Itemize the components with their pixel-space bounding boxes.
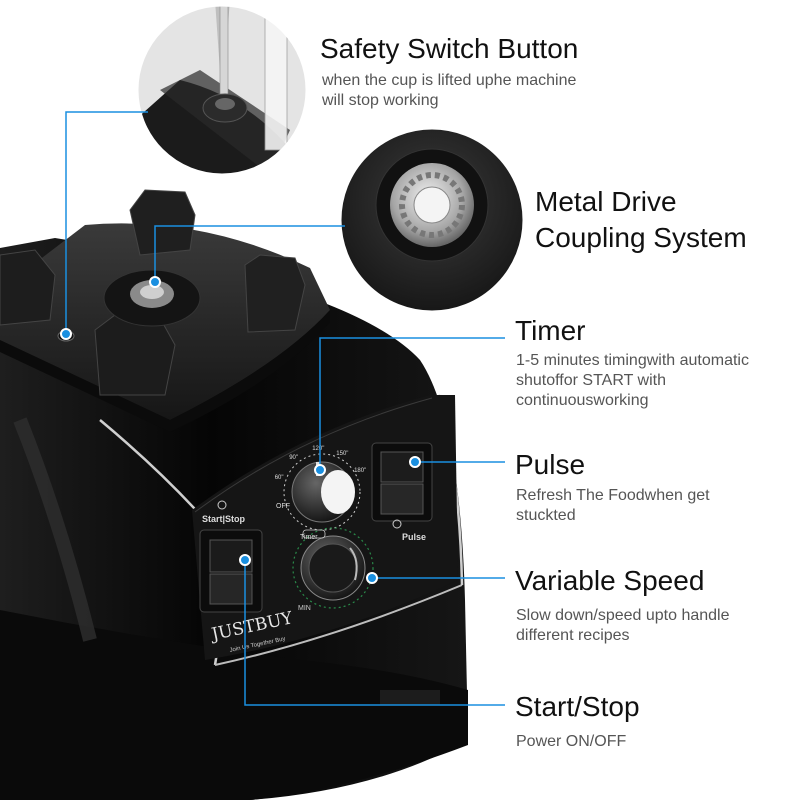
drive-coupling-leader (154, 225, 345, 282)
start-stop-panel-label: Start|Stop (202, 514, 246, 524)
description-line: 1-5 minutes timingwith automatic (516, 352, 749, 369)
timer-scale-mark: 120" (312, 446, 324, 452)
description-line: continuousworking (516, 392, 649, 409)
variable-speed-title: Variable Speed (515, 565, 705, 596)
drive-coupling-zoom-view (338, 126, 526, 314)
min-panel-label: MIN (298, 605, 311, 612)
timer-panel-label: Timer (300, 534, 318, 541)
timer-scale-mark: 60" (275, 475, 284, 481)
start-stop-title: Start/Stop (515, 691, 640, 722)
power-icon (217, 500, 227, 510)
timer-title: Timer (515, 315, 586, 346)
pulse-panel-label: Pulse (402, 532, 426, 542)
timer-scale-mark: 180" (354, 468, 366, 474)
timer-leader (319, 337, 505, 470)
variable-speed-description: Slow down/speed upto handle different re… (516, 606, 730, 646)
safety-switch-title: Safety Switch Button (320, 33, 579, 64)
off-panel-label: OFF (276, 503, 290, 510)
description-line: stuckted (516, 507, 576, 524)
drive-coupling-title-line: Metal Drive (535, 186, 677, 217)
pulse-title: Pulse (515, 449, 586, 480)
description-line: Refresh The Foodwhen get (516, 487, 710, 504)
pulse-description: Refresh The Foodwhen get stuckted (516, 486, 710, 526)
pulse-rocker-switch[interactable] (371, 442, 433, 522)
description-line: Power ON/OFF (516, 733, 627, 750)
timer-description: 1-5 minutes timingwith automatic shutoff… (516, 351, 749, 411)
control-panel: Start|Stop Pulse Timer OFF MIN JUSTBUY J… (192, 395, 458, 660)
drive-coupling-title-line: Coupling System (535, 222, 747, 253)
safety-switch-description: when the cup is lifted uphe machine will… (322, 71, 576, 111)
pulse-icon (392, 519, 402, 529)
start-stop-rocker-switch[interactable] (199, 529, 263, 613)
description-line: different recipes (516, 627, 630, 644)
start-stop-leader (244, 560, 505, 706)
timer-knob[interactable] (283, 453, 361, 531)
variable-speed-knob[interactable] (292, 527, 374, 609)
blender-top-plate (0, 189, 330, 432)
callout-leader-lines (65, 111, 505, 706)
timer-icon (302, 529, 326, 539)
safety-switch-leader (65, 111, 148, 334)
timer-scale-mark: 150" (336, 451, 348, 457)
description-line: shutoffor START with (516, 372, 666, 389)
start-stop-description: Power ON/OFF (516, 732, 626, 752)
description-line: when the cup is lifted uphe machine (322, 72, 577, 89)
timer-scale-marks: 60" 90" 120" 150" 180" (275, 446, 367, 481)
safety-switch-zoom-view (135, 3, 309, 177)
timer-scale-mark: 90" (289, 455, 298, 461)
drive-coupling-title: Metal Drive Coupling System (535, 186, 747, 254)
callout-anchor-dots (60, 276, 421, 584)
description-line: will stop working (322, 92, 439, 109)
description-line: Slow down/speed upto handle (516, 607, 730, 624)
